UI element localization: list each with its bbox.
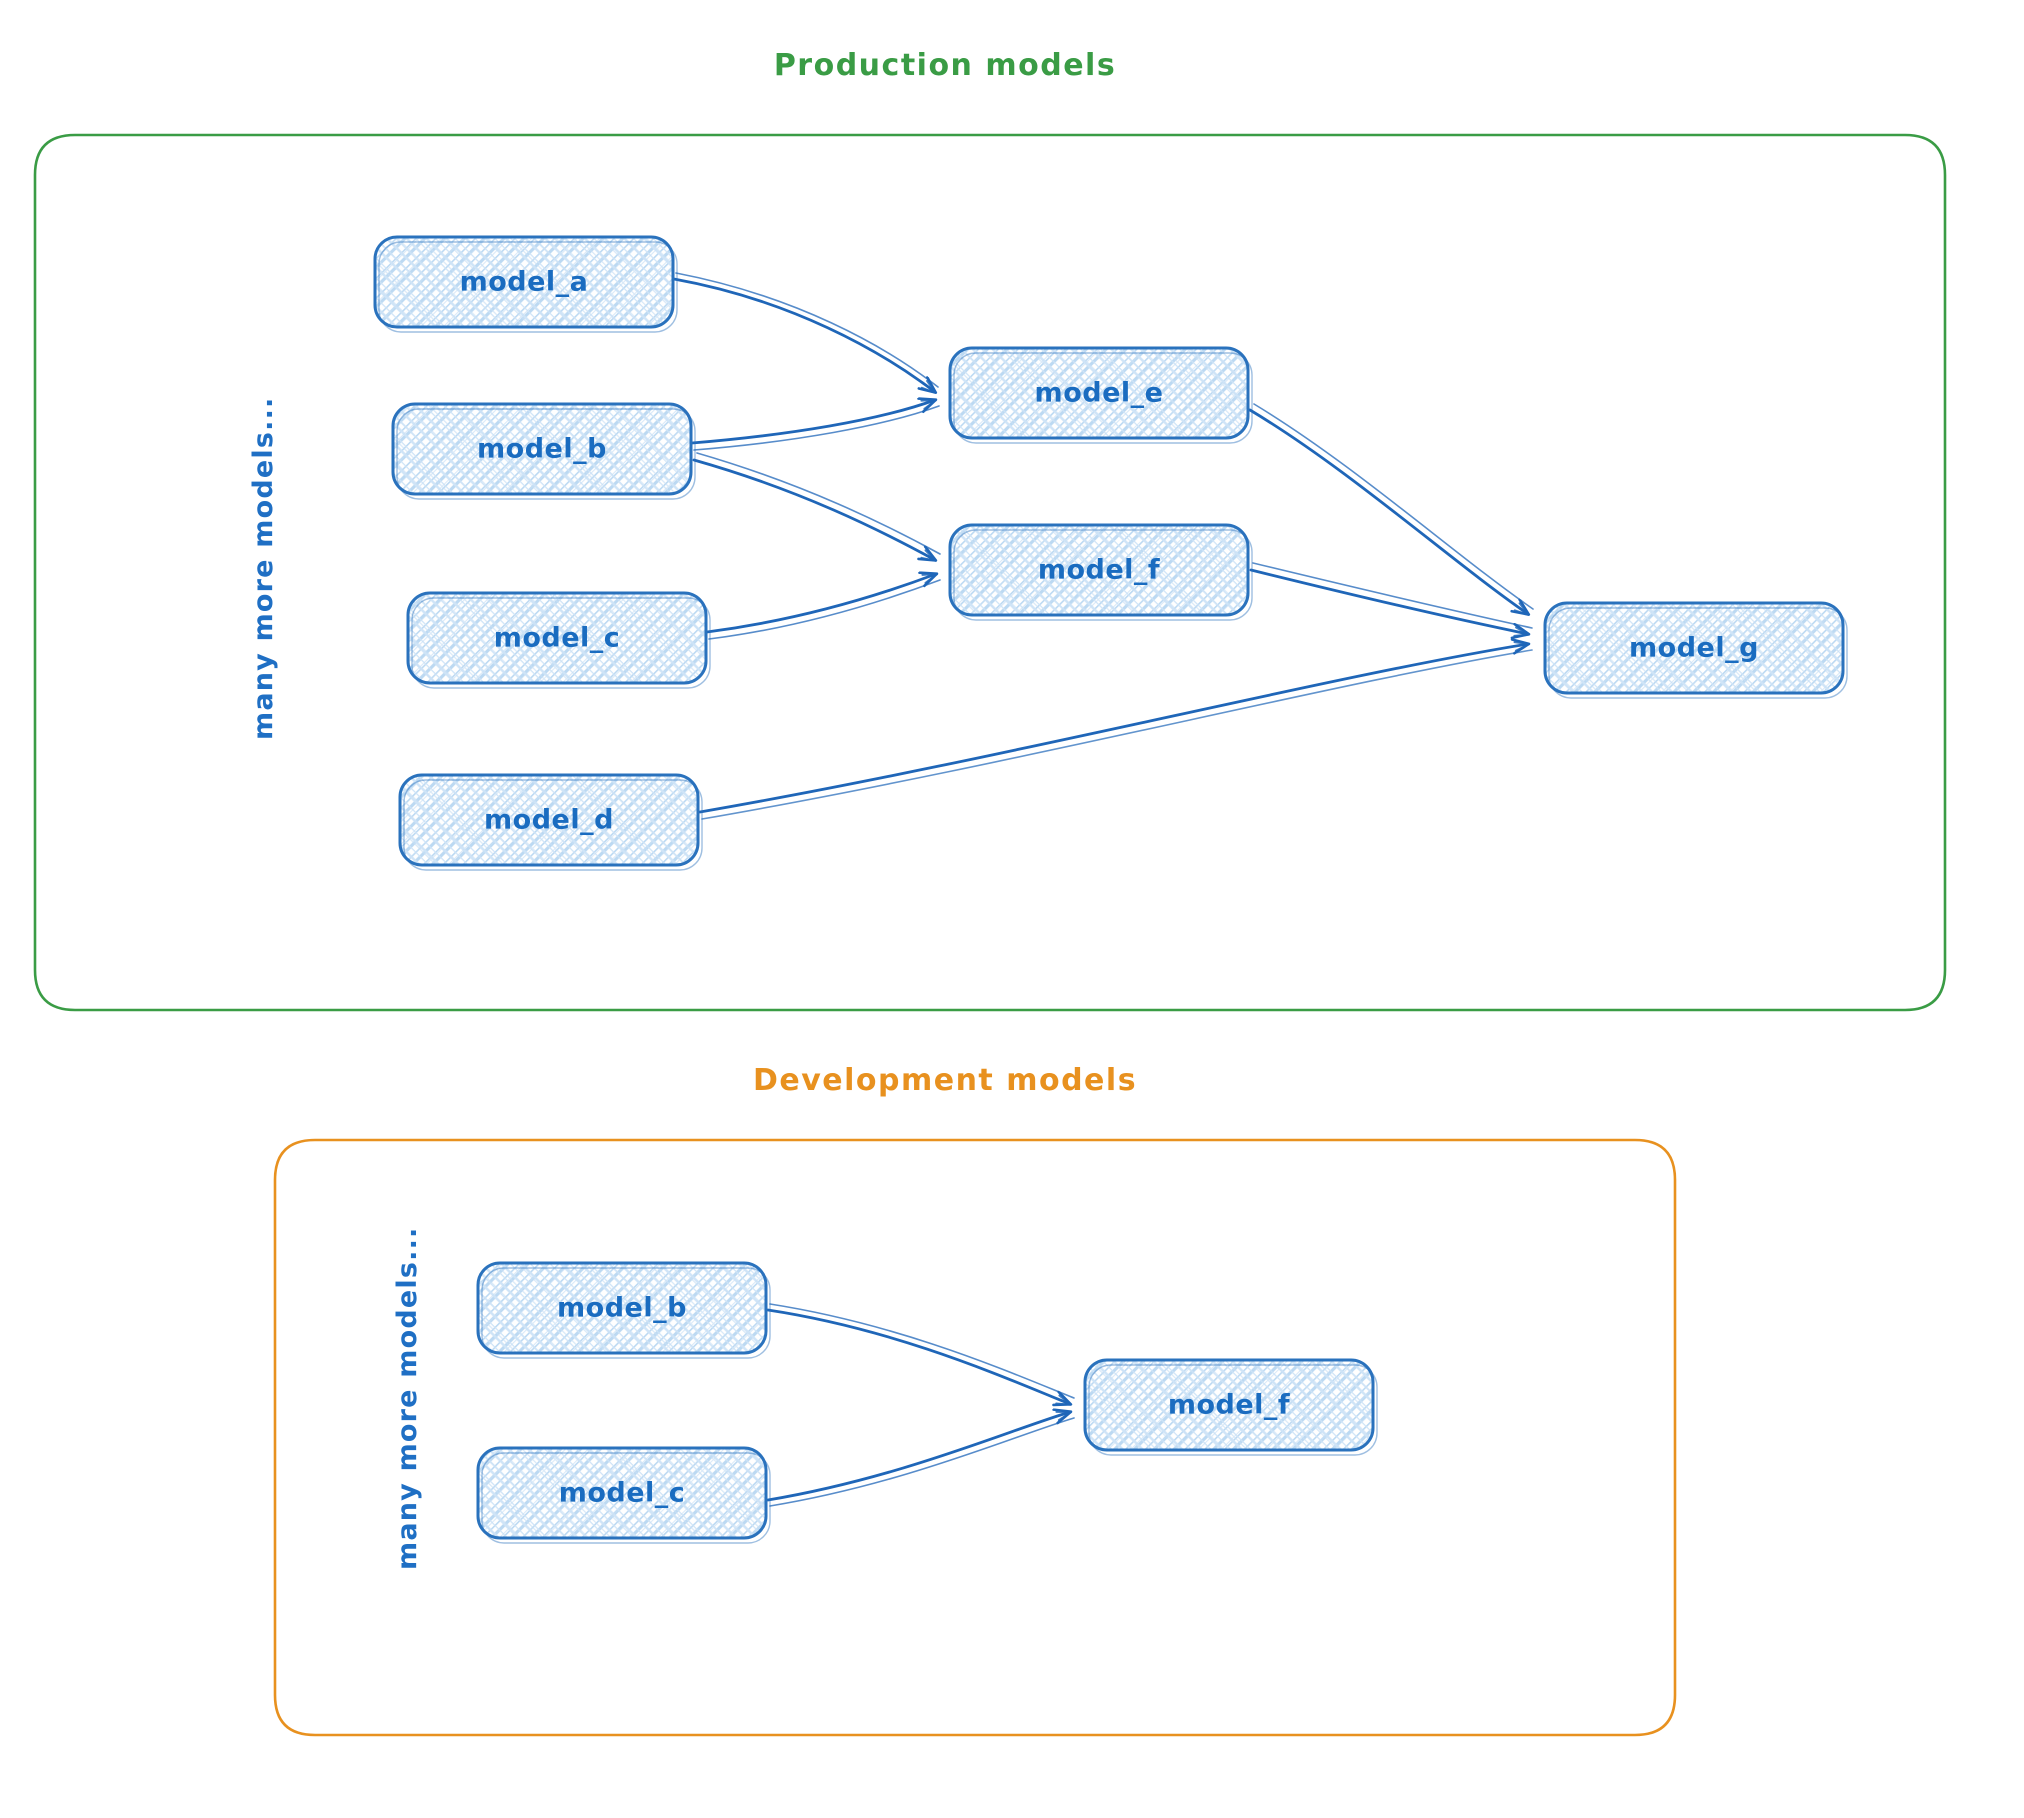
node-shape-dev_model_b[interactable] xyxy=(476,1261,771,1359)
group-container-development xyxy=(273,1138,1677,1737)
edge-model_d-to-model_d_g xyxy=(698,644,1533,820)
node-shapes xyxy=(373,235,1848,1544)
node-shape-prod_model_d[interactable] xyxy=(398,773,703,871)
node-shape-dev_model_f[interactable] xyxy=(1083,1358,1378,1456)
node-shape-prod_model_b[interactable] xyxy=(391,402,696,500)
edge-model_e-to-model_g xyxy=(1248,403,1534,614)
edge-model_f-to-model_g xyxy=(1249,562,1533,634)
side-note-production: many more models... xyxy=(248,396,279,740)
node-shape-prod_model_c[interactable] xyxy=(406,591,711,689)
edge-model_a-to-model_e xyxy=(672,272,939,392)
group-container-production xyxy=(33,133,1947,1012)
node-shape-dev_model_c[interactable] xyxy=(476,1446,771,1544)
edge-dev-model_c-to-model_f xyxy=(766,1412,1075,1507)
node-shape-prod_model_e[interactable] xyxy=(948,346,1253,444)
edges-development xyxy=(766,1303,1075,1507)
edge-model_b-to-model_e xyxy=(690,400,940,451)
node-shape-prod_model_a[interactable] xyxy=(373,235,678,333)
group-title-production: Production models xyxy=(773,48,1117,83)
node-shape-prod_model_g[interactable] xyxy=(1543,601,1848,699)
group-title-development: Development models xyxy=(752,1063,1138,1098)
edge-model_b-to-model_f xyxy=(692,452,941,560)
edges-production xyxy=(672,272,1534,820)
side-note-development: many more models... xyxy=(392,1226,423,1570)
node-shape-prod_model_f[interactable] xyxy=(948,523,1253,621)
edge-dev-model_b-to-model_f xyxy=(766,1303,1075,1404)
edge-model_c-to-model_f xyxy=(705,574,941,640)
